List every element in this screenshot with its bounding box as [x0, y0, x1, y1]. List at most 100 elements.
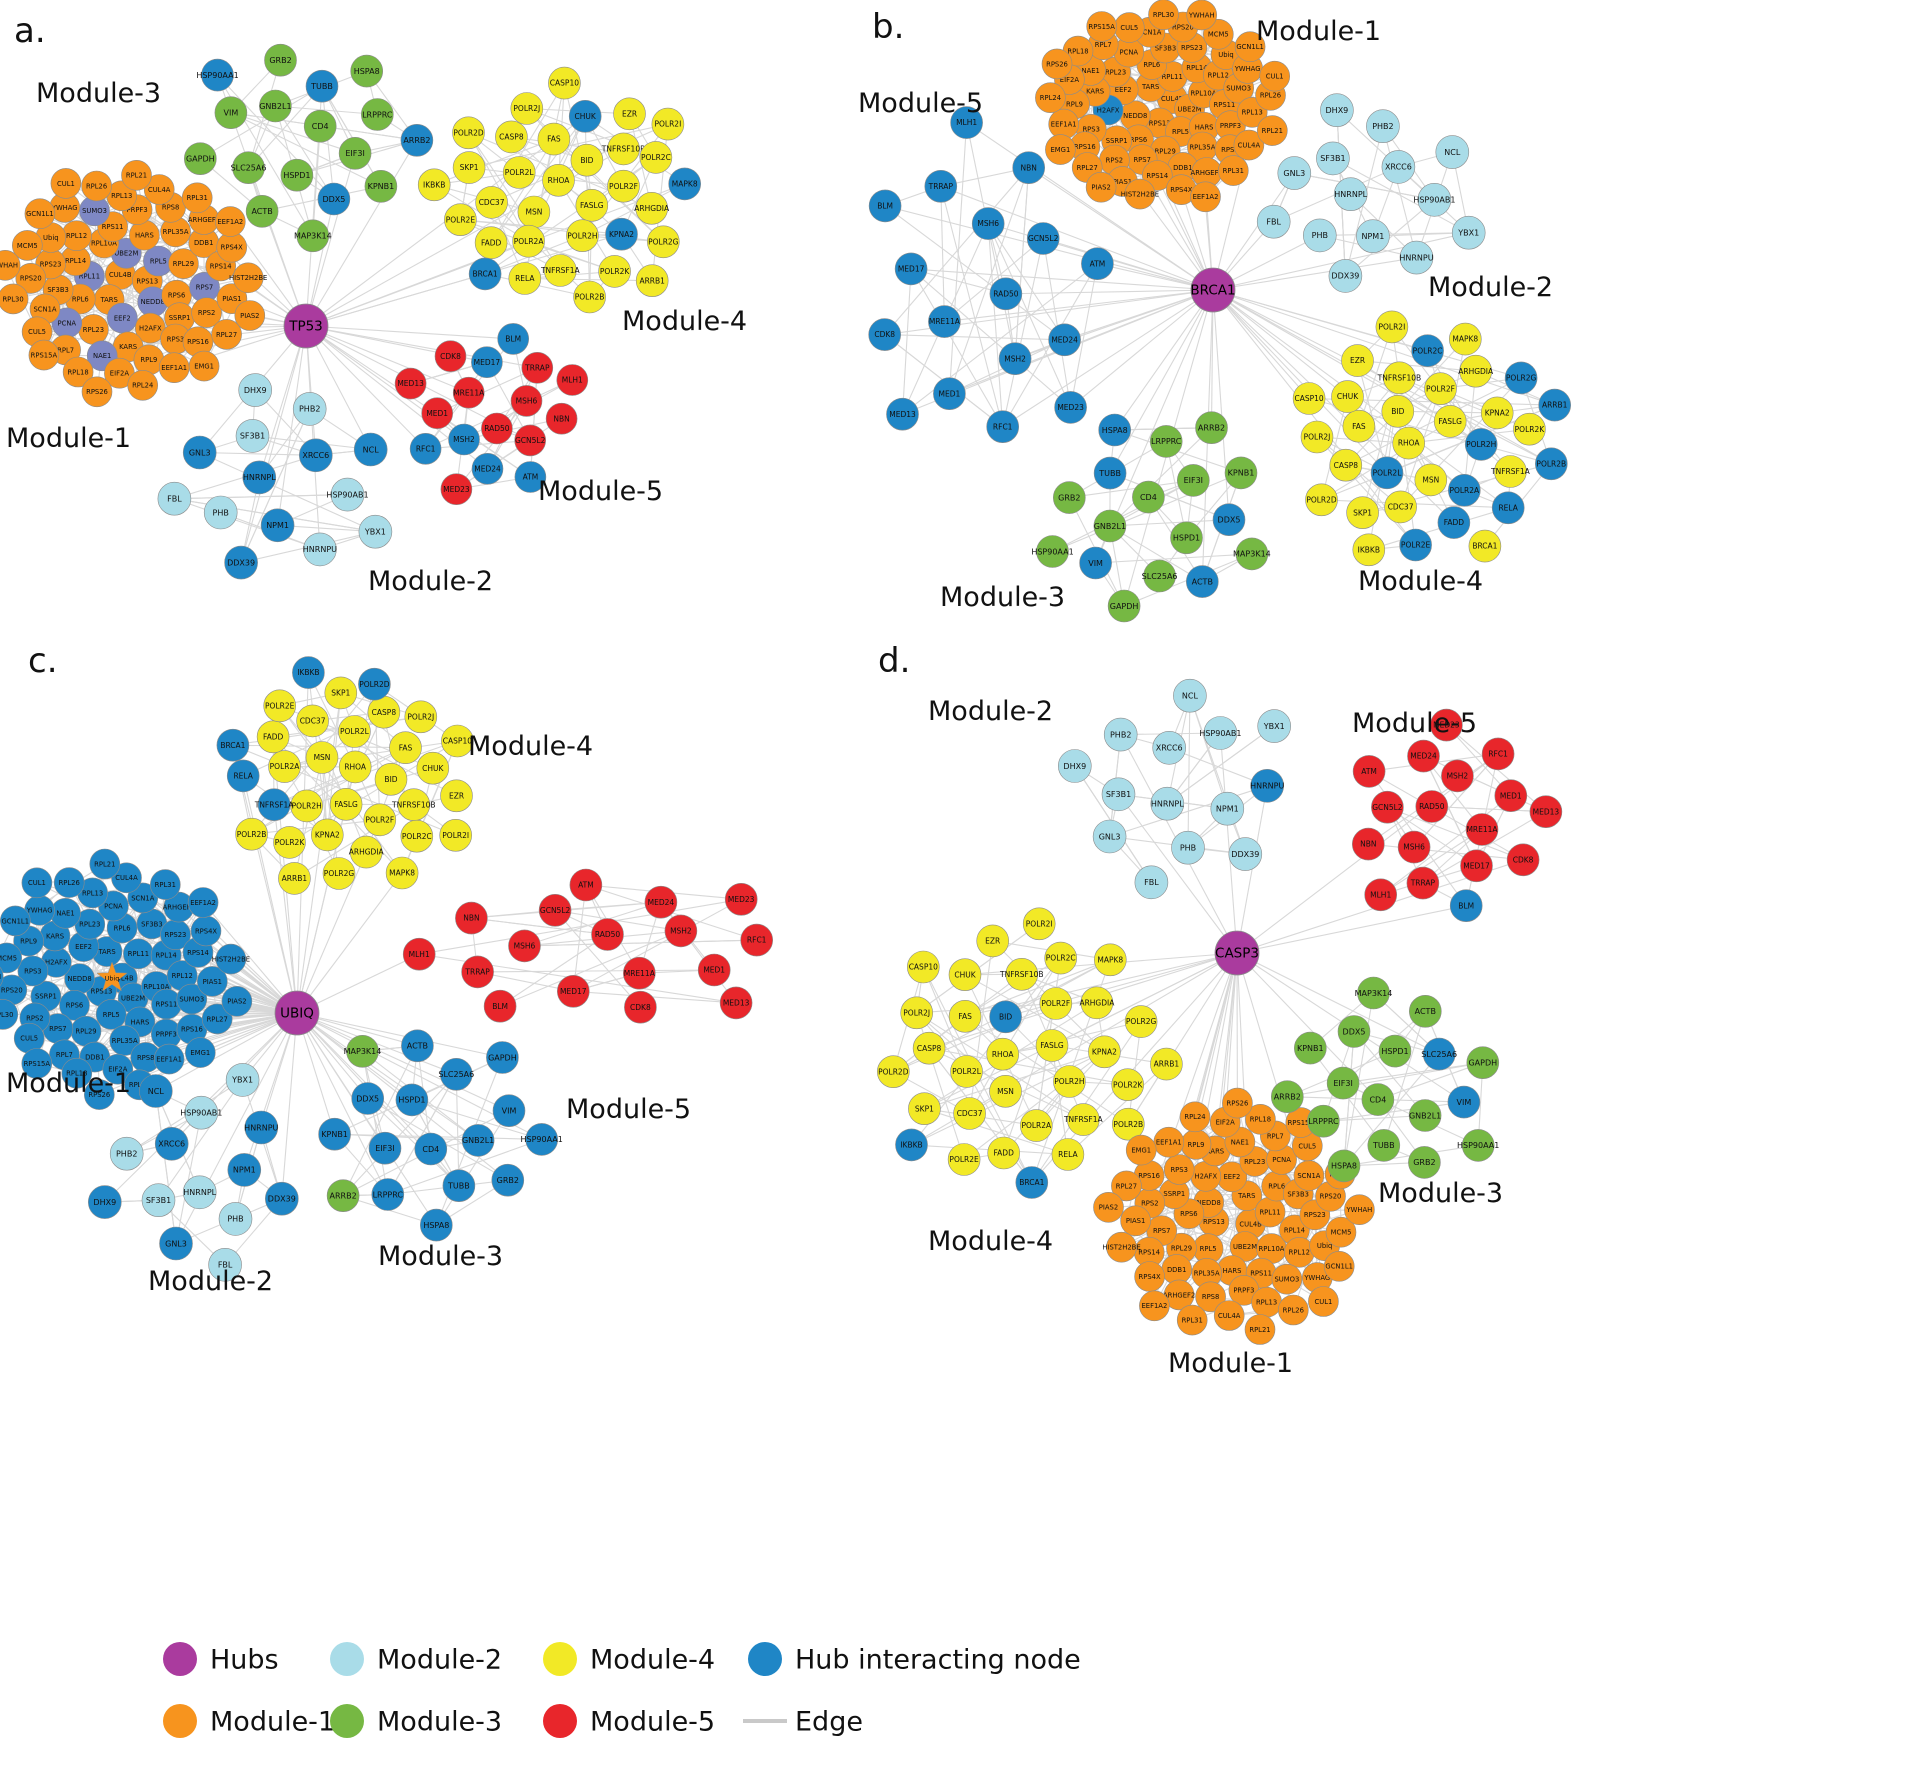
node-label: POLR2B — [575, 293, 605, 302]
network-node: HIST2H2BE — [229, 262, 267, 294]
node-label: MRE11A — [453, 388, 485, 397]
network-node: KPNA2 — [1480, 396, 1514, 430]
network-node: YBX1 — [358, 514, 393, 549]
node-label: RPL23 — [79, 921, 100, 929]
network-node: NBN — [455, 901, 488, 935]
node-label: POLR2C — [641, 153, 671, 162]
network-node: POLR2J — [404, 700, 438, 734]
panel-nodes: RAD50MRE11AMSH6MSH2MED17GCN5L2MED1TRRAPM… — [868, 0, 1571, 623]
network-node: POLR2C — [1044, 941, 1077, 975]
node-label: RPS15A — [1288, 1119, 1315, 1127]
legend-label: Module-4 — [590, 1644, 715, 1675]
network-node: MLH1 — [556, 364, 589, 396]
node-label: SLC25A6 — [231, 164, 267, 173]
node-label: RPL11 — [1162, 73, 1183, 81]
network-node: GCN5L2 — [514, 424, 547, 457]
network-node: KPNB1 — [364, 170, 398, 203]
network-node: EMG1 — [1125, 1134, 1157, 1166]
node-label: BLM — [505, 335, 521, 344]
network-node: RPL11 — [123, 938, 154, 970]
network-node: RPL21 — [1257, 115, 1288, 146]
node-label: RPL35A — [163, 228, 189, 236]
node-label: NEDD8 — [68, 975, 92, 983]
network-node: HNRNPU — [244, 1110, 279, 1145]
module-label: Module-4 — [468, 731, 593, 762]
node-label: RPS6 — [1180, 1210, 1197, 1218]
network-node: GAPDH — [184, 142, 217, 175]
network-node: HSPD1 — [280, 158, 314, 192]
node-label: NPM1 — [1361, 232, 1384, 241]
network-node: CUL5 — [1114, 12, 1145, 43]
network-node: BLM — [483, 989, 517, 1023]
network-node: RPL31 — [181, 182, 213, 214]
network-node: YBX1 — [1257, 709, 1291, 743]
node-label: RPL24 — [1184, 1113, 1205, 1121]
node-label: POLR2C — [1413, 346, 1443, 355]
node-label: RAD50 — [595, 930, 621, 939]
node-label: RHOA — [1398, 439, 1421, 448]
node-label: RPS4X — [1170, 186, 1192, 194]
node-label: SUMO3 — [179, 995, 204, 1003]
network-node: IKBKB — [895, 1128, 928, 1162]
node-label: PCNA — [1272, 1156, 1291, 1164]
node-label: H2AFX — [45, 959, 68, 967]
network-node: MED24 — [1407, 739, 1440, 773]
network-node: CUL1 — [1259, 60, 1290, 92]
network-node: GCN1L1 — [0, 905, 31, 937]
node-label: EEF1A2 — [1141, 1302, 1167, 1310]
network-node: POLR2A — [1020, 1109, 1053, 1142]
legend-item: Module-4 — [543, 1642, 715, 1676]
network-node: RPL27 — [211, 319, 242, 350]
node-label: RPL5 — [1200, 1245, 1217, 1253]
network-node: GRB2 — [264, 43, 297, 77]
network-node: RPL18 — [62, 356, 94, 388]
node-label: RPL9 — [20, 937, 37, 945]
node-label: RPS23 — [165, 931, 187, 939]
network-node: POLR2A — [268, 750, 301, 783]
network-node: HSP90AA1 — [521, 1123, 563, 1156]
node-label: BRCA1 — [1019, 1178, 1044, 1187]
node-label: YWHAG — [1303, 1274, 1330, 1282]
node-label: RPS16 — [181, 1026, 203, 1034]
node-label: EZR — [622, 109, 637, 118]
node-label: DDX5 — [356, 1094, 379, 1103]
node-label: RPL7 — [57, 346, 74, 354]
node-label: HARS — [1195, 124, 1214, 132]
node-label: HIST2H2BE — [212, 955, 250, 963]
network-node: EEF2 — [1216, 1161, 1248, 1193]
node-label: FAS — [547, 135, 561, 144]
node-label: RAD50 — [993, 289, 1019, 298]
node-label: TUBB — [447, 1182, 470, 1191]
node-label: SKP1 — [331, 689, 350, 698]
node-label: RPS13 — [136, 277, 158, 285]
network-node: CHUK — [948, 958, 982, 992]
network-node: NCL — [1435, 135, 1470, 169]
network-node: RPL21 — [1244, 1314, 1276, 1345]
node-label: PCNA — [104, 902, 123, 910]
node-label: RPL26 — [86, 182, 107, 190]
node-label: RPL12 — [172, 972, 193, 980]
network-node: MAP3K14 — [1233, 537, 1271, 571]
node-label: DDX39 — [227, 558, 255, 567]
network-node: GCN1L1 — [24, 198, 56, 229]
node-label: RPL11 — [79, 273, 100, 281]
network-node: GNB2L1 — [461, 1124, 495, 1157]
node-label: RPL14 — [1284, 1226, 1305, 1234]
network-node: FBL — [1256, 204, 1291, 239]
node-label: MLH1 — [409, 950, 430, 959]
network-node: RFC1 — [986, 410, 1020, 444]
node-label: DDX39 — [1231, 850, 1259, 859]
network-node: RFC1 — [740, 923, 774, 957]
network-node: FADD — [474, 226, 508, 259]
network-node: POLR2B — [1535, 447, 1568, 481]
node-label: POLR2A — [270, 762, 301, 771]
node-label: RPL13 — [1256, 1299, 1277, 1307]
node-label: POLR2D — [359, 680, 390, 689]
network-node: MRE11A — [1465, 813, 1498, 846]
network-node: GCN1L1 — [1323, 1251, 1355, 1282]
network-node: RPS4X — [190, 915, 222, 947]
node-label: RPS13 — [1149, 119, 1171, 127]
node-label: POLR2I — [442, 831, 469, 840]
network-node: NPM1 — [260, 508, 295, 543]
network-node: RPS15A — [21, 1048, 53, 1079]
